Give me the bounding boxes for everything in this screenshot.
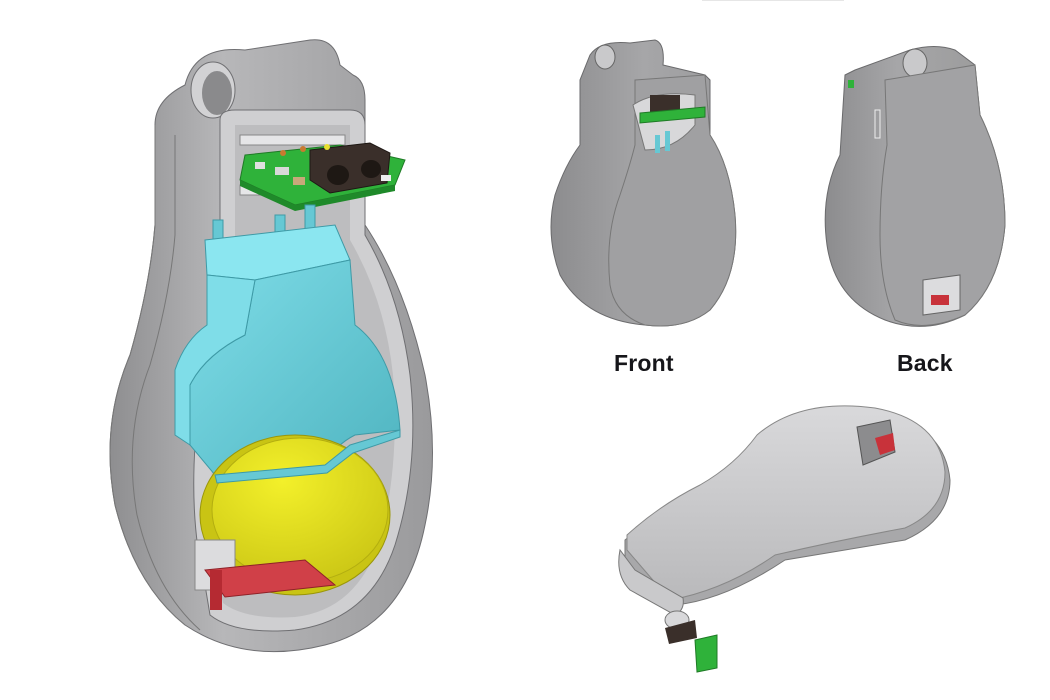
battery-holder (174, 224, 401, 476)
top-view (605, 400, 985, 690)
front-illustration (550, 39, 737, 327)
top-illustration (618, 405, 951, 673)
front-label: Front (614, 350, 674, 376)
cutaway-view (95, 25, 475, 685)
back-illustration (824, 46, 1006, 327)
slide-switch (194, 539, 337, 610)
back-view (815, 35, 1025, 335)
pcb-board (239, 142, 406, 211)
cutaway-illustration (109, 39, 433, 653)
back-label: Back (897, 350, 953, 376)
top-edge-line (702, 0, 844, 1)
front-view (545, 35, 755, 335)
